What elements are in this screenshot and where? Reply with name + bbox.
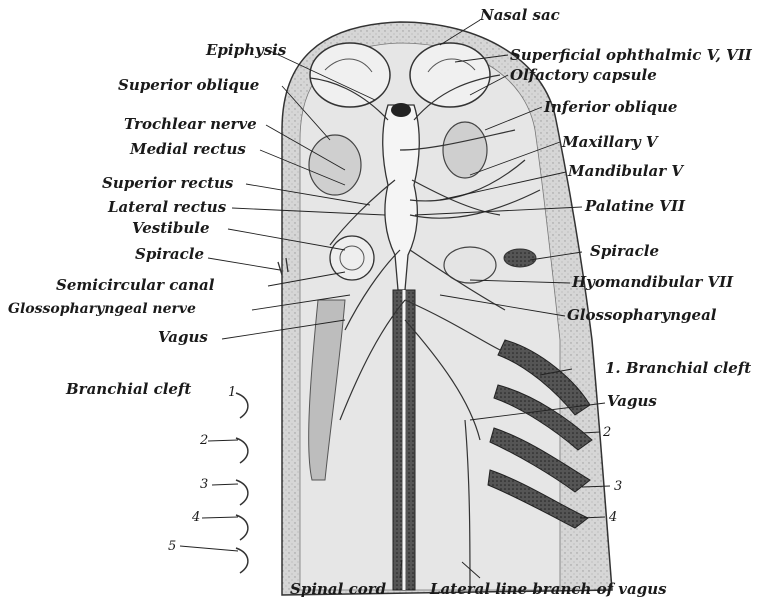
label-branchial-cleft-right: 1. Branchial cleft <box>605 361 751 376</box>
label-inferior-oblique: Inferior oblique <box>544 100 677 115</box>
label-glossopharyngeal: Glossopharyngeal <box>567 308 717 323</box>
label-branchial-cleft-left: Branchial cleft <box>66 382 191 397</box>
label-trochlear-nerve: Trochlear nerve <box>124 117 257 132</box>
orbit-right <box>443 122 487 178</box>
right-number-2: 2 <box>603 426 611 439</box>
label-medial-rectus: Medial rectus <box>130 142 246 157</box>
left-number-5: 5 <box>168 540 176 553</box>
left-number-2: 2 <box>200 434 208 447</box>
label-mandibular: Mandibular V <box>568 164 683 179</box>
right-number-3: 3 <box>614 480 622 493</box>
label-spiracle-right: Spiracle <box>590 244 659 259</box>
label-palatine: Palatine VII <box>585 199 685 214</box>
label-lateral-line: Lateral line branch of vagus <box>430 582 667 597</box>
label-epiphysis: Epiphysis <box>206 43 286 58</box>
label-lateral-rectus: Lateral rectus <box>108 200 226 215</box>
label-superior-oblique: Superior oblique <box>118 78 259 93</box>
left-number-1: 1 <box>228 386 236 399</box>
label-vagus-left: Vagus <box>158 330 208 345</box>
left-number-4: 4 <box>192 511 200 524</box>
label-vestibule: Vestibule <box>132 221 210 236</box>
branchial-clefts-left <box>236 393 248 573</box>
left-number-3: 3 <box>200 478 208 491</box>
label-maxillary: Maxillary V <box>562 135 658 150</box>
label-superior-rectus: Superior rectus <box>102 176 233 191</box>
label-nasal-sac: Nasal sac <box>480 8 560 23</box>
label-spinal-cord: Spinal cord <box>290 582 386 597</box>
label-spiracle-left: Spiracle <box>135 247 204 262</box>
label-glossopharyngeal-nerve: Glossopharyngeal nerve <box>8 302 196 316</box>
nasal-sac-right <box>410 43 490 107</box>
orbit-left <box>309 135 361 195</box>
label-vagus-right: Vagus <box>607 394 657 409</box>
label-superficial-ophthalmic: Superficial ophthalmic V, VII <box>510 48 752 63</box>
right-number-4: 4 <box>609 511 617 524</box>
label-olfactory-capsule: Olfactory capsule <box>510 68 657 83</box>
label-hyomandibular: Hyomandibular VII <box>572 275 733 290</box>
label-semicircular-canal: Semicircular canal <box>56 278 214 293</box>
